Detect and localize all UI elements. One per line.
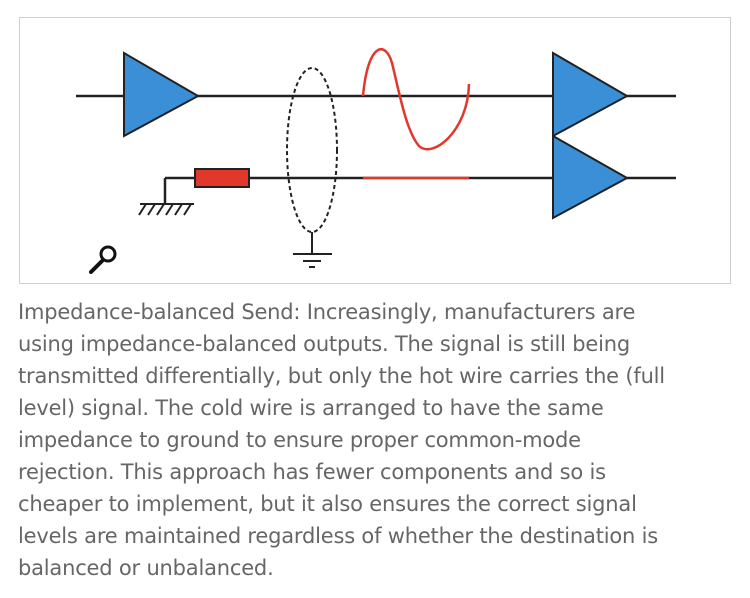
caption-line: impedance to ground to ensure proper com… bbox=[18, 428, 581, 452]
figure-caption: Impedance-balanced Send: Increasingly, m… bbox=[18, 296, 743, 584]
caption-line: level) signal. The cold wire is arranged… bbox=[18, 396, 604, 420]
caption-line: rejection. This approach has fewer compo… bbox=[18, 460, 606, 484]
caption-line: cheaper to implement, but it also ensure… bbox=[18, 492, 637, 516]
caption-line: Impedance-balanced Send: Increasingly, m… bbox=[18, 300, 636, 324]
caption-line: transmitted differentially, but only the… bbox=[18, 364, 665, 388]
send-amplifier-icon bbox=[123, 51, 201, 138]
hot-signal-sine bbox=[361, 48, 471, 151]
caption-line: levels are maintained regardless of whet… bbox=[18, 524, 658, 548]
zoom-icon[interactable] bbox=[89, 245, 117, 274]
shield-icon bbox=[286, 67, 338, 233]
circuit-diagram bbox=[76, 48, 676, 274]
diagram-figure bbox=[19, 17, 731, 284]
caption-line: using impedance-balanced outputs. The si… bbox=[18, 332, 630, 356]
receive-amplifier-cold-icon bbox=[552, 134, 630, 220]
caption-line: balanced or unbalanced. bbox=[18, 556, 274, 580]
chassis-ground-icon bbox=[138, 203, 194, 216]
receive-amplifier-hot-icon bbox=[552, 51, 630, 138]
resistor-icon bbox=[194, 168, 250, 188]
ground-icon bbox=[293, 232, 332, 268]
